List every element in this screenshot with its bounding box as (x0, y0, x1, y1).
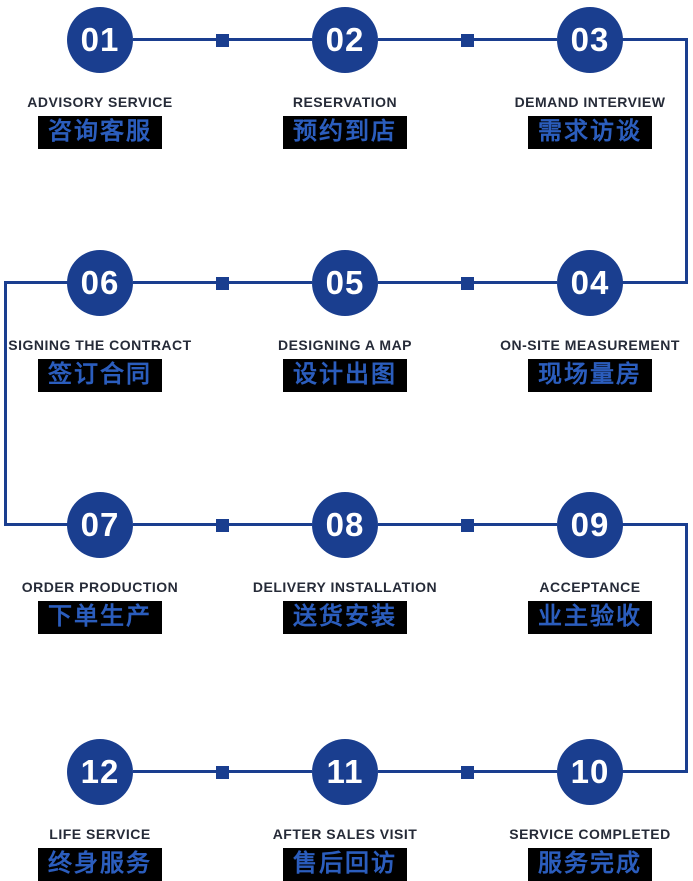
step-number: 02 (325, 21, 365, 58)
process-step-08: 08 DELIVERY INSTALLATION 送货安装 (225, 492, 465, 634)
connector-square (461, 34, 474, 47)
step-label-zh: 预约到店 (283, 116, 407, 149)
step-number-circle: 11 (312, 739, 378, 805)
process-step-09: 09 ACCEPTANCE 业主验收 (470, 492, 693, 634)
process-step-03: 03 DEMAND INTERVIEW 需求访谈 (470, 7, 693, 149)
connector-square (216, 766, 229, 779)
step-label-en: ACCEPTANCE (539, 579, 641, 595)
step-label-zh: 现场量房 (528, 359, 652, 392)
process-step-07: 07 ORDER PRODUCTION 下单生产 (0, 492, 220, 634)
step-label-en: DESIGNING A MAP (277, 337, 413, 353)
connector-square (461, 766, 474, 779)
connector-line (4, 523, 68, 526)
connector-square (461, 277, 474, 290)
step-number-circle: 05 (312, 250, 378, 316)
step-number-circle: 01 (67, 7, 133, 73)
step-label-en: SERVICE COMPLETED (509, 826, 671, 842)
step-number-circle: 09 (557, 492, 623, 558)
step-number: 09 (570, 506, 610, 543)
step-number: 05 (325, 264, 365, 301)
step-label-zh: 终身服务 (38, 848, 162, 881)
step-number: 06 (80, 264, 120, 301)
step-label-en: ADVISORY SERVICE (27, 94, 173, 110)
step-number: 07 (80, 506, 120, 543)
step-label-zh: 服务完成 (528, 848, 652, 881)
step-number-circle: 08 (312, 492, 378, 558)
step-label-zh: 下单生产 (38, 601, 162, 634)
process-step-04: 04 ON-SITE MEASUREMENT 现场量房 (470, 250, 693, 392)
step-label-zh: 业主验收 (528, 601, 652, 634)
step-number-circle: 04 (557, 250, 623, 316)
connector-line (620, 38, 688, 41)
step-number: 12 (80, 753, 120, 790)
connector-line (4, 281, 7, 526)
step-label-zh: 设计出图 (283, 359, 407, 392)
step-number: 10 (570, 753, 610, 790)
connector-square (461, 519, 474, 532)
step-label-zh: 签订合同 (38, 359, 162, 392)
process-step-12: 12 LIFE SERVICE 终身服务 (0, 739, 220, 881)
step-label-en: SIGNING THE CONTRACT (8, 337, 192, 353)
step-label-en: RESERVATION (292, 94, 398, 110)
step-label-en: LIFE SERVICE (49, 826, 151, 842)
step-label-zh: 送货安装 (283, 601, 407, 634)
step-number: 11 (326, 753, 364, 790)
process-step-02: 02 RESERVATION 预约到店 (225, 7, 465, 149)
connector-line (620, 523, 688, 526)
process-step-06: 06 SIGNING THE CONTRACT 签订合同 (0, 250, 220, 392)
connector-square (216, 34, 229, 47)
step-number: 01 (80, 21, 120, 58)
step-number-circle: 03 (557, 7, 623, 73)
process-step-10: 10 SERVICE COMPLETED 服务完成 (470, 739, 693, 881)
connector-line (4, 281, 68, 284)
step-number: 03 (570, 21, 610, 58)
process-step-11: 11 AFTER SALES VISIT 售后回访 (225, 739, 465, 881)
process-step-05: 05 DESIGNING A MAP 设计出图 (225, 250, 465, 392)
step-number-circle: 06 (67, 250, 133, 316)
step-label-zh: 咨询客服 (38, 116, 162, 149)
connector-line (685, 523, 688, 773)
step-label-zh: 需求访谈 (528, 116, 652, 149)
step-number: 04 (570, 264, 610, 301)
step-label-en: ON-SITE MEASUREMENT (500, 337, 680, 353)
connector-square (216, 277, 229, 290)
step-label-zh: 售后回访 (283, 848, 407, 881)
step-label-en: ORDER PRODUCTION (21, 579, 179, 595)
step-label-en: AFTER SALES VISIT (272, 826, 418, 842)
step-label-en: DEMAND INTERVIEW (514, 94, 666, 110)
step-label-en: DELIVERY INSTALLATION (252, 579, 438, 595)
connector-line (620, 770, 688, 773)
step-number-circle: 12 (67, 739, 133, 805)
step-number: 08 (325, 506, 365, 543)
connector-line (620, 281, 688, 284)
connector-square (216, 519, 229, 532)
step-number-circle: 10 (557, 739, 623, 805)
step-number-circle: 02 (312, 7, 378, 73)
step-number-circle: 07 (67, 492, 133, 558)
connector-line (685, 38, 688, 284)
process-step-01: 01 ADVISORY SERVICE 咨询客服 (0, 7, 220, 149)
